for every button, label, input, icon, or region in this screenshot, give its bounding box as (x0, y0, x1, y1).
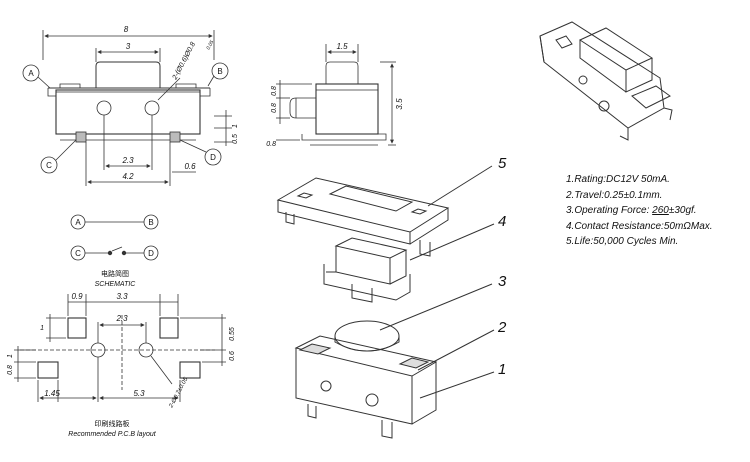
pcb-caption-cn: 印刷线路板 (95, 419, 130, 428)
pcb-dim-total: 5.3 (133, 389, 145, 398)
dim-thread-sub: 0.05 (205, 39, 215, 51)
sch-node-c: C (75, 249, 81, 258)
callout-a (22, 64, 40, 82)
side-dim-height: 3.5 (395, 98, 404, 110)
label-c: C (46, 161, 52, 170)
side-dim-left2: 0.8 (271, 103, 278, 113)
part-4-actuator (323, 237, 411, 303)
spec-travel: 2.Travel:0.25±0.1mm. (566, 189, 663, 201)
spec-list: 1.Rating:DC12V 50mA. 2.Travel:0.25±0.1mm… (566, 172, 713, 250)
side-dim-r1: 0.8 (266, 141, 276, 148)
callout-2: 2 (497, 319, 507, 336)
spec-life: 5.Life:50,000 Cycles Min. (566, 236, 679, 247)
pcb-dim-v1: 0.55 (229, 327, 236, 341)
callout-b (211, 62, 229, 80)
sch-node-d: D (148, 249, 154, 258)
schematic-caption-en: SCHEMATIC (95, 281, 137, 288)
spec-resistance: 4.Contact Resistance:50mΩMax. (566, 220, 713, 232)
spec-rating: 1.Rating:DC12V 50mA. (566, 174, 670, 185)
dim-width: 8 (124, 25, 129, 34)
pcb-dim-hole: 2-Ø0.7±0.05 (168, 376, 190, 410)
dim-pin-w: 0.6 (184, 162, 196, 171)
dim-pin-span: 4.2 (122, 172, 134, 181)
part-5-cover (276, 177, 450, 257)
pcb-dim-v2: 0.6 (229, 351, 236, 361)
exploded-view (276, 165, 495, 439)
spec-force: 3.Operating Force: 260±30gf. (566, 205, 697, 216)
pcb-dim-left-v: 1 (7, 354, 14, 358)
dim-pin-pitch: 2.3 (121, 156, 134, 165)
svg-text:1: 1 (232, 124, 239, 128)
sch-node-b: B (148, 218, 153, 227)
schematic (70, 214, 159, 261)
part-1-2-base (294, 335, 438, 439)
callout-1: 1 (498, 361, 506, 378)
svg-text:0.5: 0.5 (232, 134, 239, 144)
pcb-layout (14, 294, 226, 402)
pcb-dim-pad-h: 1 (40, 325, 44, 332)
side-view (276, 44, 396, 146)
pcb-dim-span: 3.3 (116, 292, 128, 301)
pcb-dim-off: 1.45 (44, 389, 60, 398)
pcb-dim-bottom-v: 0.8 (7, 365, 14, 375)
isometric-view (539, 21, 673, 141)
label-b: B (217, 67, 222, 76)
side-dim-left1: 0.8 (271, 86, 278, 96)
sch-node-a: A (75, 218, 81, 227)
dim-body: 3 (126, 42, 131, 51)
label-a: A (28, 69, 34, 78)
callout-c (40, 156, 58, 174)
callout-d (204, 148, 222, 166)
callout-3: 3 (498, 273, 507, 290)
callout-5: 5 (498, 155, 507, 172)
side-dim-top: 1.5 (336, 42, 348, 51)
part-3-dome (334, 320, 400, 352)
front-view (22, 30, 232, 186)
spec-force-value: 260 (652, 205, 669, 216)
pcb-dim-pad-w: 0.9 (71, 292, 83, 301)
pcb-dim-hole-pitch: 2.3 (115, 314, 128, 323)
callout-4: 4 (498, 213, 506, 230)
dim-thread: 2-(Ø0.6)Ø0.8 (171, 41, 197, 82)
label-d: D (210, 153, 216, 162)
schematic-caption-cn: 电路简图 (101, 269, 129, 278)
pcb-caption-en: Recommended P.C.B layout (68, 431, 156, 438)
